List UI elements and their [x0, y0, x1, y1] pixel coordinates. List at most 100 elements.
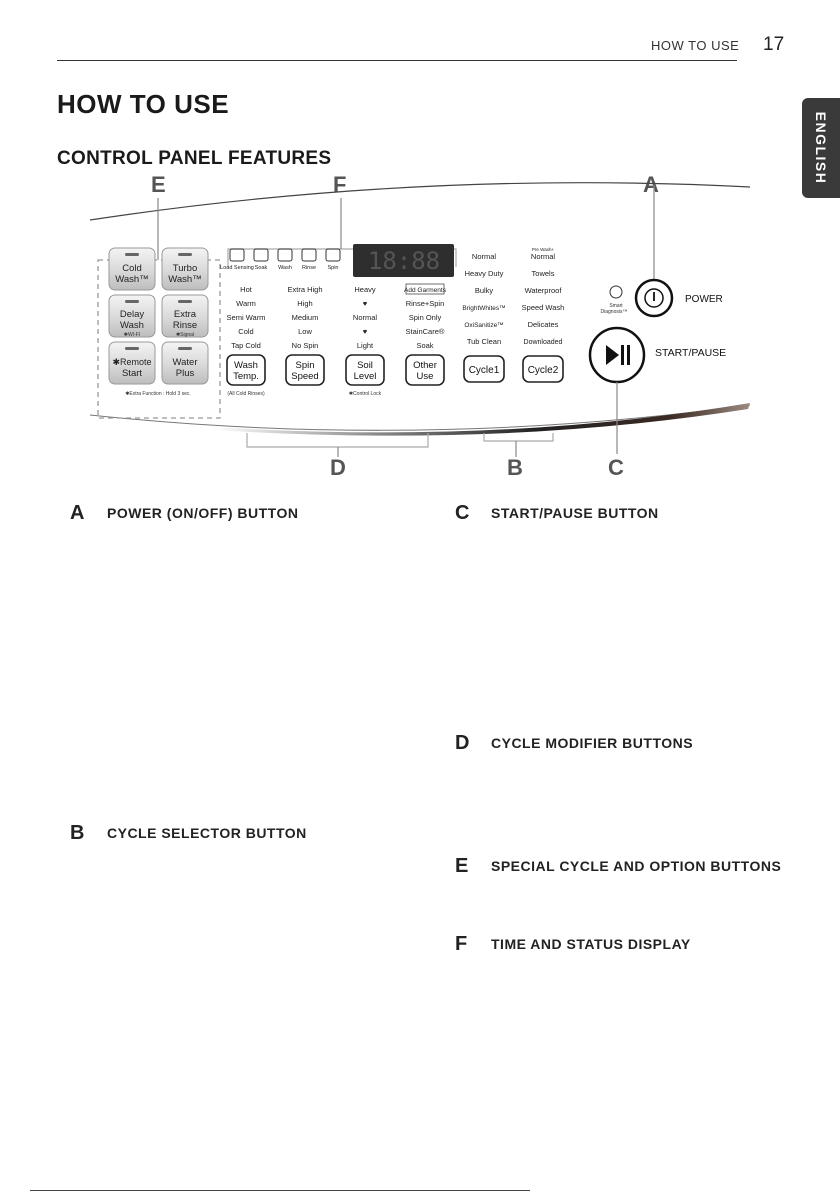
cycle1-button: Cycle1	[463, 355, 505, 383]
special-button-line1: Extra	[174, 309, 197, 320]
wash-temp-option: Semi Warm	[227, 313, 266, 322]
special-button-line1: ✱Remote	[112, 357, 151, 367]
callout-letter-d: D	[330, 455, 346, 480]
cycle2-option: Downloaded	[524, 339, 563, 346]
language-tab: ENGLISH	[802, 98, 840, 198]
rinse-icon	[301, 248, 317, 262]
cycle1-option: OxiSanitize™	[464, 322, 503, 329]
special-button-line2: Plus	[176, 368, 195, 379]
special-button-line1: Cold	[122, 263, 142, 274]
callout-letter-a: A	[643, 172, 659, 197]
special-button-water-plus: Water Plus	[161, 341, 209, 385]
soil-level-option: ♥	[363, 327, 368, 336]
callout-letter-f: F	[333, 172, 347, 197]
special-button-line1: Delay	[120, 309, 145, 320]
section-letter-e: E	[455, 855, 469, 877]
svg-text:Cycle1: Cycle1	[469, 365, 500, 376]
other-use-option: Spin Only	[409, 313, 442, 322]
control-lock-note: ✱Control Lock	[349, 391, 382, 397]
wash-temp-option: Hot	[240, 285, 253, 294]
special-button-cold-wash: Cold Wash™	[108, 247, 156, 291]
special-button-remote-start: ✱Remote Start	[108, 341, 156, 385]
special-button-extra-rinse: Extra Rinse ✱Signal	[161, 294, 209, 338]
status-icon-label: Load Sensing	[220, 265, 254, 271]
status-icon-label: Spin	[327, 265, 338, 271]
section-heading-cycle-selector: CYCLE SELECTOR BUTTON	[107, 825, 307, 841]
status-icon-label: Rinse	[302, 265, 316, 271]
extra-function-note: ✱Extra Function : Hold 3 sec.	[125, 391, 191, 397]
spin-speed-button: Spin Speed	[285, 354, 325, 386]
svg-text:Use: Use	[417, 371, 434, 382]
cycle2-option: Waterproof	[525, 286, 563, 295]
special-button-sub: ✱WI-FI	[124, 332, 140, 338]
cycle2-option: Towels	[532, 269, 555, 278]
other-use-option: Rinse+Spin	[406, 299, 445, 308]
special-button-sub: ✱Signal	[176, 332, 194, 338]
section-letter-b: B	[70, 822, 85, 844]
section-heading-special-cycle: SPECIAL CYCLE AND OPTION BUTTONS	[491, 858, 782, 874]
soak-icon	[253, 248, 269, 262]
section-heading-start-pause: START/PAUSE BUTTON	[491, 505, 659, 521]
other-use-option: StainCare®	[406, 327, 445, 336]
led-display-value: 18:88	[368, 247, 440, 275]
svg-text:Speed: Speed	[291, 371, 318, 382]
svg-text:Wash: Wash	[234, 360, 258, 371]
power-icon	[644, 288, 664, 308]
prewash-tag: Pre Wash+	[532, 247, 555, 252]
cycle1-option: Bulky	[475, 286, 494, 295]
callout-letter-e: E	[151, 172, 166, 197]
running-header-section: HOW TO USE	[651, 38, 740, 53]
callout-letter-c: C	[608, 455, 624, 480]
wash-temp-option: Cold	[238, 327, 253, 336]
special-button-line2: Wash	[120, 320, 144, 331]
spin-speed-option: Low	[298, 327, 312, 336]
page-title: HOW TO USE	[57, 89, 230, 119]
power-label: POWER	[685, 294, 723, 305]
spin-speed-option: High	[297, 299, 312, 308]
special-button-line1: Water	[173, 357, 198, 368]
special-button-line2: Wash™	[168, 274, 201, 285]
cycle2-option: Normal	[531, 252, 556, 261]
page-number: 17	[763, 34, 785, 55]
callout-letter-b: B	[507, 455, 523, 480]
special-buttons-dashed-frame	[97, 259, 221, 419]
special-button-line2: Start	[122, 368, 142, 379]
cycle2-option: Speed Wash	[522, 303, 565, 312]
add-garments-frame	[405, 283, 445, 295]
spin-speed-option: Medium	[292, 313, 319, 322]
led-display	[353, 244, 454, 277]
soil-level-button: Soil Level	[345, 354, 385, 386]
special-button-delay-wash: Delay Wash ✱WI-FI	[108, 294, 156, 338]
soil-level-option: ♥	[363, 299, 368, 308]
status-icon-label: Wash	[278, 265, 292, 271]
section-heading-cycle-modifier: CYCLE MODIFIER BUTTONS	[491, 735, 694, 751]
bottom-rule	[30, 1190, 530, 1191]
section-letter-f: F	[455, 933, 468, 955]
cycle2-option: Delicates	[528, 320, 559, 329]
cycle1-option: Normal	[472, 252, 497, 261]
other-use-button: Other Use	[405, 354, 445, 386]
svg-text:Spin: Spin	[295, 360, 314, 371]
smart-diagnosis-line2: Diagnosis™	[601, 309, 628, 315]
cycle1-option: Tub Clean	[467, 337, 501, 346]
spin-speed-option: No Spin	[292, 341, 319, 350]
other-use-option: Soak	[416, 341, 433, 350]
soil-level-option: Normal	[353, 313, 378, 322]
wash-temp-button: Wash Temp.	[226, 354, 266, 386]
wash-temp-option: Tap Cold	[231, 341, 261, 350]
cycle1-option: BrightWhites™	[462, 305, 505, 312]
smart-diagnosis-icon	[609, 285, 623, 299]
wash-temp-option: Warm	[236, 299, 256, 308]
section-heading-power: POWER (ON/OFF) BUTTON	[107, 505, 299, 521]
spin-icon	[325, 248, 341, 262]
cycle1-option: Heavy Duty	[465, 269, 504, 278]
svg-text:Other: Other	[413, 360, 437, 371]
display-bracket	[227, 248, 457, 267]
panel-chrome-strip	[215, 403, 750, 436]
start-pause-label: START/PAUSE	[655, 347, 726, 359]
cycle-bracket	[483, 433, 554, 442]
other-use-option: Add Garments	[404, 287, 447, 294]
svg-text:Level: Level	[354, 371, 377, 382]
special-button-turbo-wash: Turbo Wash™	[161, 247, 209, 291]
special-button-line2: Rinse	[173, 320, 197, 331]
